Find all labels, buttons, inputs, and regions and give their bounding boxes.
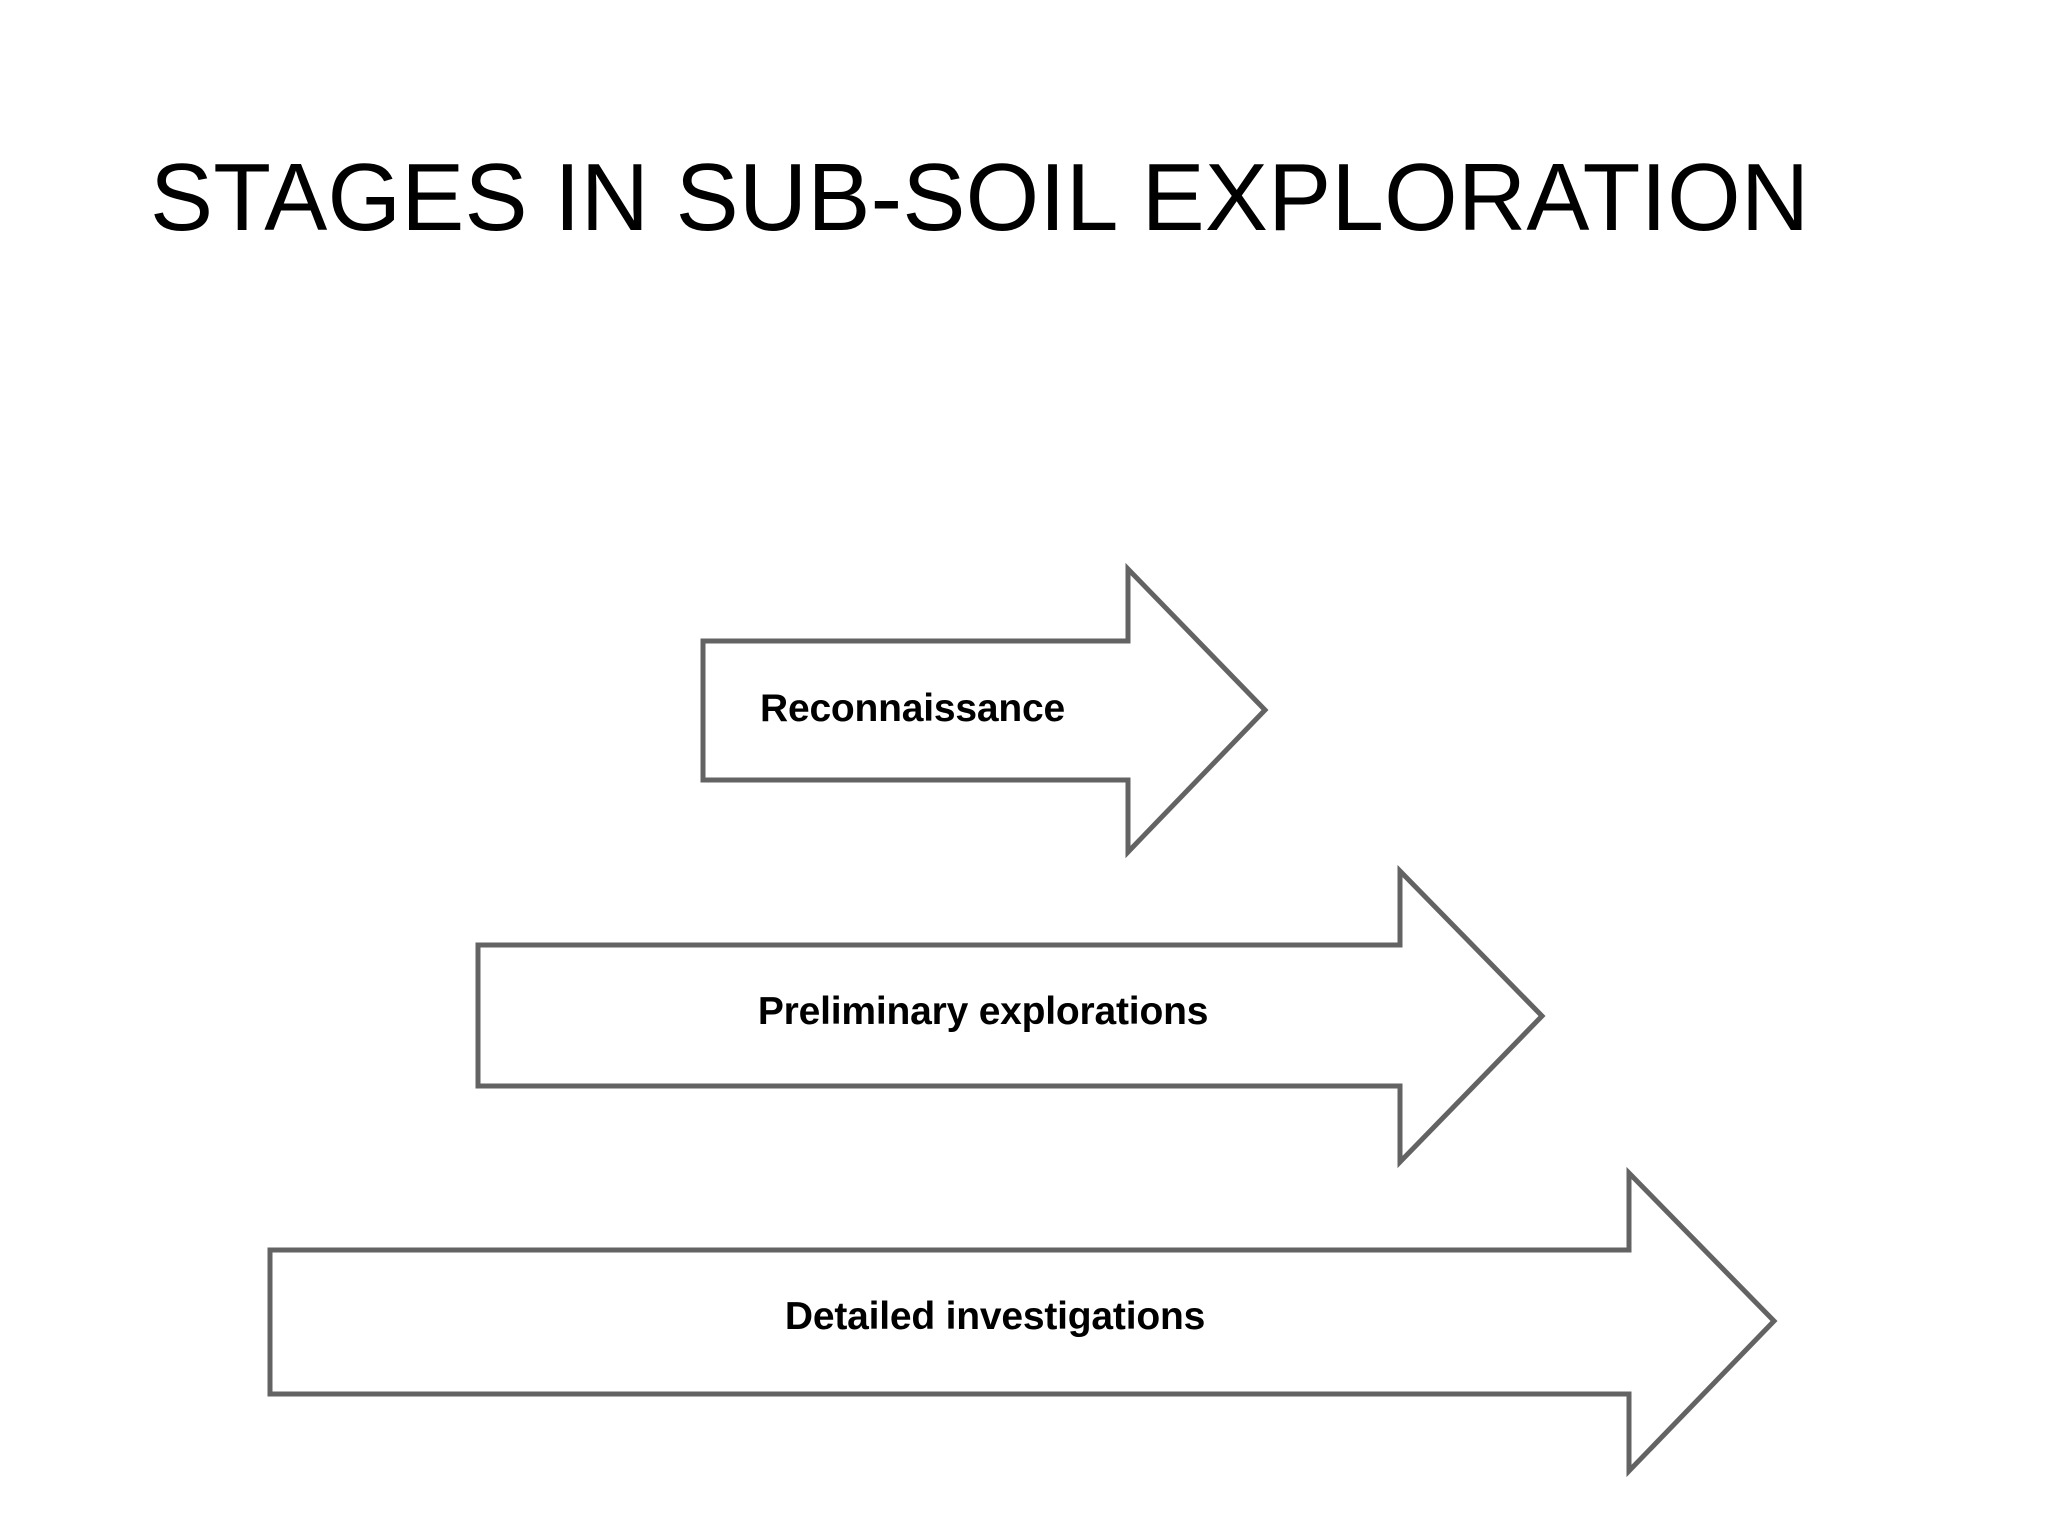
page-title: STAGES IN SUB-SOIL EXPLORATION [150, 144, 1810, 251]
arrow-preliminary-explorations-label: Preliminary explorations [757, 990, 1209, 1033]
arrow-detailed-investigations[interactable] [267, 1166, 1778, 1478]
right-arrow-icon [475, 864, 1546, 1169]
arrow-detailed-investigations-label: Detailed investigations [784, 1295, 1206, 1338]
arrow-preliminary-explorations[interactable] [475, 864, 1546, 1169]
arrow-reconnaissance[interactable] [700, 562, 1269, 859]
right-arrow-icon [267, 1166, 1778, 1478]
right-arrow-icon [700, 562, 1269, 859]
arrow-reconnaissance-label: Reconnaissance [759, 687, 1065, 730]
